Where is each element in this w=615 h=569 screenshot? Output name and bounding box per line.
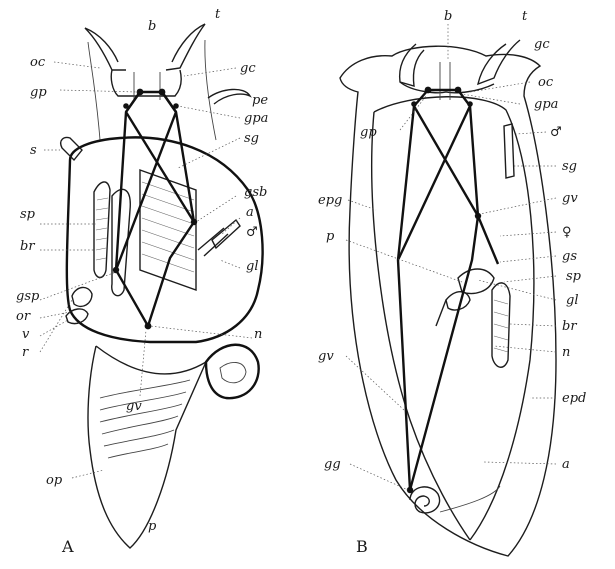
label-gv: gv	[126, 399, 142, 414]
figure-b-drawing	[340, 24, 556, 556]
label-pe: pe	[252, 93, 268, 108]
label-gl: gl	[246, 259, 258, 274]
gill-hatching	[96, 198, 108, 260]
label-gc: gc	[240, 61, 256, 76]
label-b-gv-top: gv	[562, 191, 578, 206]
label-b-gpa: gpa	[534, 97, 558, 112]
label-b-gl: gl	[566, 293, 578, 308]
label-b-epg: epg	[318, 193, 342, 208]
label-b-t: t	[522, 9, 528, 24]
label-b-gs: gs	[562, 249, 577, 264]
gland-hatching	[142, 182, 194, 272]
label-sg: sg	[244, 131, 259, 146]
panel-label-a: A	[61, 537, 74, 556]
label-b-a: a	[562, 457, 570, 472]
label-b-b: b	[444, 9, 452, 24]
label-br: br	[20, 239, 35, 254]
label-b-oc: oc	[538, 75, 554, 90]
figure-b-nervous-system	[398, 87, 498, 494]
label-b-gp: gp	[360, 125, 377, 140]
label-oc: oc	[30, 55, 46, 70]
label-b-p: p	[326, 229, 335, 244]
label-b-br: br	[562, 319, 577, 334]
label-r: r	[22, 345, 29, 360]
label-b-gv: gv	[318, 349, 334, 364]
label-gsp: gsp	[16, 289, 40, 304]
label-b-male: ♂	[550, 125, 562, 140]
label-gp: gp	[30, 85, 47, 100]
label-b-sg: sg	[562, 159, 577, 174]
label-b-n: n	[562, 345, 570, 360]
label-male: ♂	[246, 225, 258, 240]
label-b-epd: epd	[562, 391, 586, 406]
label-s: s	[30, 143, 37, 158]
label-b-sp: sp	[566, 269, 582, 284]
label-v: v	[22, 327, 30, 342]
label-gpa: gpa	[244, 111, 268, 126]
label-b: b	[148, 19, 156, 34]
label-or: or	[16, 309, 31, 324]
label-b-gg: gg	[324, 457, 341, 472]
label-sp: sp	[20, 207, 36, 222]
label-p: p	[148, 519, 157, 534]
label-t: t	[215, 7, 221, 22]
gill-b-hatching	[494, 300, 508, 352]
label-a: a	[246, 205, 254, 220]
figure-a-leaders	[40, 62, 252, 478]
label-n: n	[254, 327, 262, 342]
label-gsb: gsb	[244, 185, 267, 200]
panel-label-b: B	[356, 537, 368, 556]
label-b-gc: gc	[534, 37, 550, 52]
label-op: op	[46, 473, 63, 488]
label-b-female: ♀	[562, 225, 572, 240]
figure-a-drawing	[40, 24, 263, 548]
operculum-lines	[100, 380, 190, 458]
